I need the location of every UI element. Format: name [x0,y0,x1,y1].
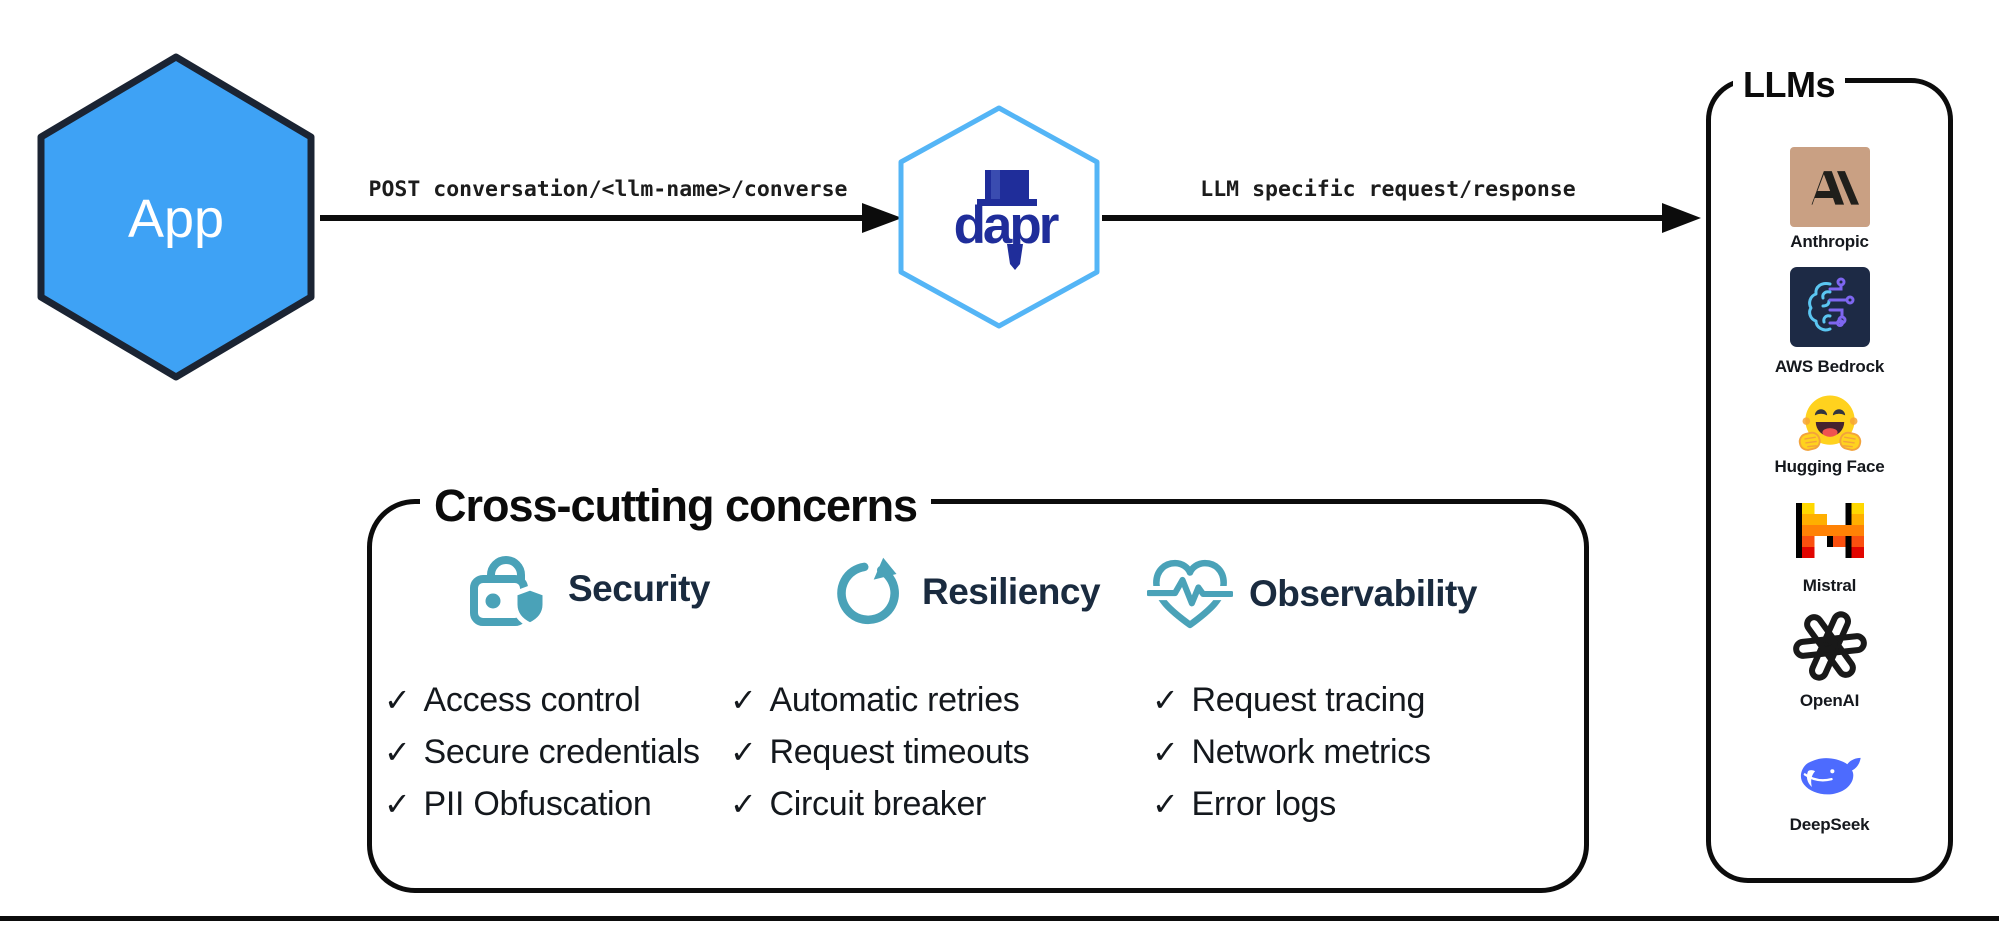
check-icon: ✓ [1152,682,1179,718]
llm-item-anthropic [1789,147,1870,227]
check-icon: ✓ [384,786,411,822]
llm-item-label: OpenAI [1799,691,1860,710]
bottom-rule [0,916,1999,921]
resiliency-label: Resiliency [922,571,1101,612]
arrow-dapr-to-llms-label: LLM specific request/response [1200,177,1575,202]
dapr-hat-icon [977,170,1037,206]
list-item-label: Request timeouts [769,733,1030,771]
resiliency-header: Resiliency [830,554,1101,630]
llm-item-openai [1789,605,1871,692]
arrow-app-to-dapr: POST conversation/<llm-name>/converse [320,177,902,233]
llm-item-label: Anthropic [1790,232,1869,251]
list-item: ✓ PII Obfuscation [384,778,700,830]
mistral-logo-icon [1795,503,1864,558]
security-label: Security [568,568,711,609]
observability-header: Observability [1147,555,1477,633]
check-icon: ✓ [384,682,411,718]
app-node-label: App [128,189,224,249]
dapr-hexagon [898,105,1100,329]
llm-item-label: Hugging Face [1774,457,1885,476]
check-icon: ✓ [384,734,411,770]
arrow-head-icon [862,203,902,233]
app-hexagon [37,53,315,381]
security-header: Security [464,548,711,630]
list-item-label: Network metrics [1191,733,1432,771]
dapr-node: dapr [898,105,1100,329]
llm-item-label: AWS Bedrock [1774,357,1885,376]
check-icon: ✓ [1152,786,1179,822]
list-item: ✓ Request timeouts [730,726,1030,778]
cross-cutting-concerns-title: Cross-cutting concerns [420,481,932,531]
list-item: ✓ Error logs [1152,778,1431,830]
dapr-tie-icon [1007,244,1023,270]
llm-item-deepseek [1797,747,1863,810]
list-item-label: Circuit breaker [769,785,987,823]
openai-logo-icon [1792,611,1867,681]
lock-shield-icon [470,556,548,628]
list-item: ✓ Automatic retries [730,674,1029,726]
list-item-label: Secure credentials [423,733,701,771]
hugging-face-logo-icon [1798,395,1861,451]
llm-item-mistral [1795,503,1864,563]
list-item-label: Automatic retries [769,681,1020,719]
check-icon: ✓ [730,786,757,822]
anthropic-logo-icon [1789,147,1870,227]
arrow-app-to-dapr-label: POST conversation/<llm-name>/converse [369,177,848,202]
llm-item-hugging-face [1794,391,1866,460]
dapr-node-label: dapr [954,196,1059,255]
retry-circular-arrow-icon [837,557,899,625]
llm-item-label: DeepSeek [1789,815,1870,834]
list-item-label: Access control [423,681,641,719]
list-item-label: PII Obfuscation [423,785,652,823]
aws-bedrock-logo-icon [1789,267,1870,347]
arrow-dapr-to-llms: LLM specific request/response [1102,177,1701,233]
list-item-label: Error logs [1191,785,1337,823]
heart-pulse-icon [1147,559,1233,629]
cross-cutting-concerns-panel: Cross-cutting concerns Security Resilien… [367,481,1589,893]
check-icon: ✓ [730,682,757,718]
deepseek-logo-icon [1800,757,1861,795]
llm-item-label: Mistral [1802,576,1857,595]
app-node: App [37,53,315,381]
list-item-label: Request tracing [1191,681,1426,719]
arrow-head-icon [1662,203,1701,233]
llms-panel-title: LLMs [1733,64,1845,106]
list-item: ✓ Access control [384,674,700,726]
observability-checklist: ✓ Request tracing ✓ Network metrics ✓ Er… [1152,674,1431,830]
resiliency-checklist: ✓ Automatic retries ✓ Request timeouts ✓… [730,674,1030,830]
check-icon: ✓ [1152,734,1179,770]
check-icon: ✓ [730,734,757,770]
list-item: ✓ Secure credentials [384,726,700,778]
list-item: ✓ Network metrics [1152,726,1431,778]
observability-label: Observability [1249,573,1477,614]
llms-panel: LLMs Anthropic [1706,64,1953,883]
security-checklist: ✓ Access control ✓ Secure credentials ✓ … [384,674,700,830]
list-item: ✓ Request tracing [1152,674,1431,726]
list-item: ✓ Circuit breaker [730,778,1029,830]
llm-item-aws-bedrock [1789,267,1870,347]
